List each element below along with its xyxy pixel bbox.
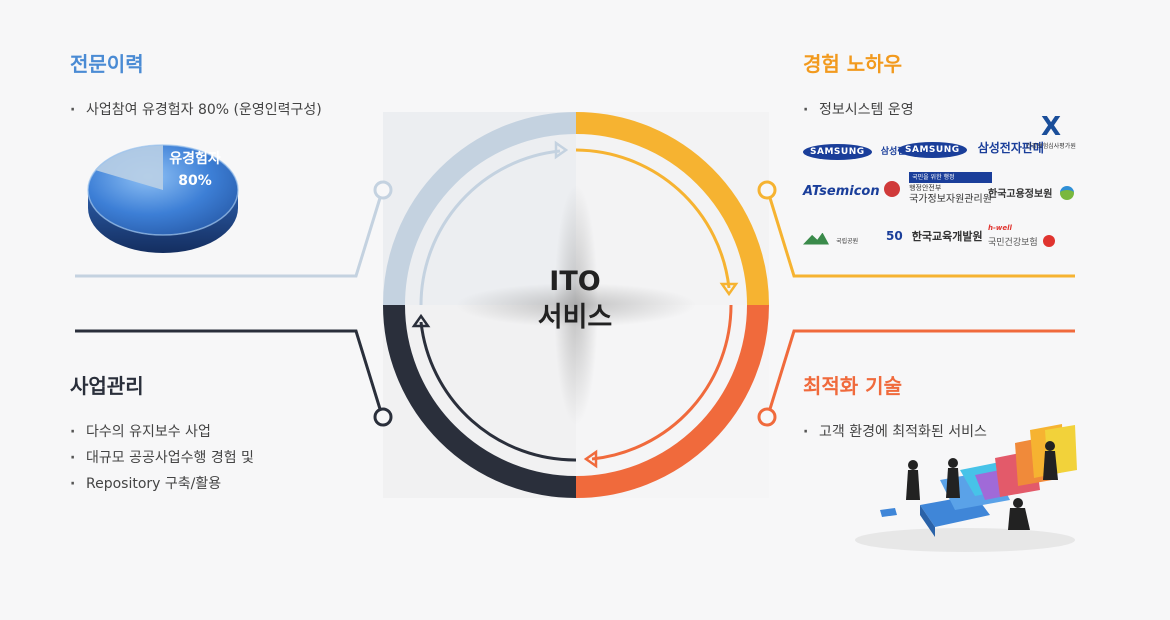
atsemicon-logo: ATsemicon xyxy=(803,184,880,199)
outer-arc-bottom-right xyxy=(575,304,769,498)
hira-logo: X 건강보험심사평가원 xyxy=(1026,112,1076,150)
section-expertise: 전문이력 사업참여 유경험자 80% (운영인력구성) xyxy=(70,48,322,123)
list-item: 사업참여 유경험자 80% (운영인력구성) xyxy=(70,97,322,123)
optimization-title: 최적화 기술 xyxy=(803,374,902,398)
list-item: 정보시스템 운영 xyxy=(803,97,914,123)
connector-top-right xyxy=(768,197,1075,278)
section-project-management: 사업관리 다수의 유지보수 사업 대규모 공공사업수행 경험 및 Reposit… xyxy=(70,370,254,497)
knps-logo: 국립공원 xyxy=(803,228,858,247)
node-top-left xyxy=(373,180,393,200)
section-know-how: 경험 노하우 정보시스템 운영 xyxy=(803,48,914,123)
connector-bottom-right xyxy=(768,329,1075,410)
nirs-logo: 국민을 위한 행정 행정안전부 국가정보자원관리원 xyxy=(884,172,992,205)
pie-label-text: 유경험자 xyxy=(169,151,221,167)
list-item: 고객 환경에 최적화된 서비스 xyxy=(803,419,987,445)
node-bottom-right xyxy=(757,407,777,427)
node-top-right xyxy=(757,180,777,200)
samsung-electronics-logo: SAMSUNG 삼성전자 xyxy=(803,139,914,160)
taeguk-icon xyxy=(884,180,900,197)
health-insurance-logo: h-well 국민건강보험 xyxy=(988,223,1055,249)
list-item: 다수의 유지보수 사업 xyxy=(70,419,254,445)
connector-bottom-left xyxy=(75,329,382,410)
samsung-electronics-sales-logo: SAMSUNG 삼성전자판매 xyxy=(898,137,1044,158)
optimization-list: 고객 환경에 최적화된 서비스 xyxy=(803,419,987,445)
heart-icon xyxy=(1042,234,1055,247)
pie-chart-80-percent xyxy=(87,144,239,253)
list-item: 대규모 공공사업수행 경험 및 xyxy=(70,445,254,471)
pie-label: 유경험자 80% xyxy=(150,148,240,192)
keis-icon xyxy=(1059,185,1074,200)
outer-arc-top-left xyxy=(383,112,577,306)
arrow-bottom-right xyxy=(583,449,598,469)
hira-x-mark: X xyxy=(1040,112,1062,142)
list-item-continuation: Repository 구축/활용 xyxy=(70,471,254,497)
pie-label-value: 80% xyxy=(178,173,212,189)
outer-arc-top-right xyxy=(575,112,769,306)
arrow-top-left xyxy=(554,140,569,160)
arrow-top-right xyxy=(719,282,739,297)
expertise-list: 사업참여 유경험자 80% (운영인력구성) xyxy=(70,97,322,123)
kedi-logo: 50 한국교육개발원 xyxy=(886,229,983,243)
center-title-line1: ITO xyxy=(549,266,601,297)
inner-arc-top-left xyxy=(419,149,561,306)
inner-arc-bottom-right xyxy=(591,304,733,461)
mountain-icon xyxy=(803,232,829,245)
keis-logo: 한국고용정보원 xyxy=(988,182,1074,201)
know-how-title: 경험 노하우 xyxy=(803,52,902,76)
inner-arc-top-right xyxy=(575,148,731,289)
node-bottom-left xyxy=(373,407,393,427)
arrow-bottom-left xyxy=(411,313,431,328)
expertise-title: 전문이력 xyxy=(70,52,144,76)
connector-top-left xyxy=(75,197,382,278)
section-optimization: 최적화 기술 고객 환경에 최적화된 서비스 xyxy=(803,370,987,445)
optimization-illustration xyxy=(855,424,1077,552)
center-shadow-v xyxy=(554,185,598,425)
outer-arc-bottom-left xyxy=(383,304,577,498)
center-title: ITO 서비스 xyxy=(500,264,650,336)
center-title-line2: 서비스 xyxy=(537,302,613,333)
inner-arc-bottom-left xyxy=(419,321,577,462)
project-management-title: 사업관리 xyxy=(70,374,144,398)
project-management-list: 다수의 유지보수 사업 대규모 공공사업수행 경험 및 Repository 구… xyxy=(70,419,254,497)
know-how-list: 정보시스템 운영 xyxy=(803,97,914,123)
